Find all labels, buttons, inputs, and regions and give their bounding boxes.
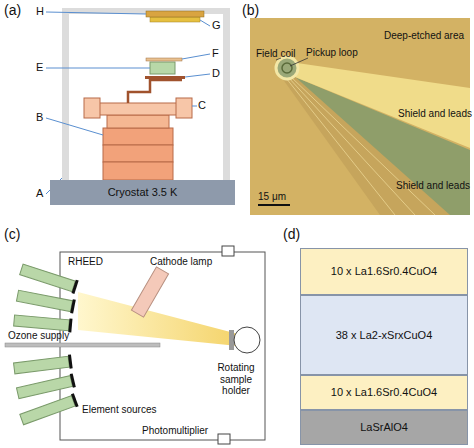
field-coil	[276, 57, 298, 79]
figure-label: (d)	[283, 226, 300, 242]
cell-body	[20, 396, 75, 425]
cell-body	[16, 290, 72, 311]
figure-label: (c)	[4, 226, 20, 242]
positioner-stage	[103, 128, 173, 145]
figure-label: (b)	[242, 2, 259, 18]
figure-label: E	[36, 61, 43, 74]
squid-chip	[150, 17, 200, 22]
positioner-top	[107, 115, 169, 128]
shutter	[70, 373, 76, 387]
layer-band: LaSrAlO4	[300, 410, 468, 445]
substrate	[229, 330, 234, 350]
layer-band: Cryostat 3.5 K	[50, 180, 235, 205]
figure-label: H	[36, 5, 44, 18]
lead-stripe	[288, 77, 415, 215]
node-text: 38 x La2-xSrxCuO4	[336, 329, 433, 342]
lower-leads	[282, 75, 450, 215]
cell-body	[16, 376, 72, 399]
effusion-cell	[13, 314, 72, 333]
ozone-nozzle	[5, 343, 160, 347]
figure-label: F	[212, 47, 219, 60]
node-text: 10 x La1.6Sr0.4CuO4	[331, 265, 437, 278]
figure-label: Shield and leads	[396, 180, 470, 192]
stage-clamp	[176, 98, 192, 118]
positioner-stage	[103, 162, 173, 180]
shutter	[72, 280, 79, 294]
effusion-cell	[16, 289, 76, 314]
positioner-stage	[103, 145, 173, 162]
mbe-chamber	[5, 246, 265, 444]
leader-line	[182, 54, 210, 59]
frame-post	[223, 8, 230, 180]
flex-lead	[128, 80, 182, 103]
figure-label: G	[212, 19, 221, 32]
leader-line	[290, 58, 308, 66]
node-text: Cryostat 3.5 K	[108, 186, 178, 199]
pickup-loop	[282, 63, 292, 73]
effusion-cell	[19, 263, 78, 294]
leader-line	[200, 20, 210, 26]
layer-band: 38 x La2-xSrxCuO4	[300, 295, 468, 375]
cell-body	[14, 356, 70, 374]
rheed-gun-body	[131, 267, 168, 317]
stage-clamp	[84, 98, 100, 118]
photomultiplier-icon	[218, 434, 230, 444]
node-text: LaSrAlO4	[360, 421, 408, 434]
figure-label: A	[36, 187, 43, 200]
sample-stage	[98, 103, 178, 115]
leader-line	[185, 74, 210, 77]
chip-holder	[146, 11, 204, 17]
leader-line	[46, 68, 150, 69]
figure-label: Field coil	[256, 48, 295, 60]
effusion-cell	[19, 393, 78, 426]
cryostat-setup	[46, 8, 230, 194]
figure-label: Deep-etched area	[384, 30, 464, 42]
cantilever	[145, 76, 185, 79]
leader-lines	[46, 12, 210, 194]
figure-label: Pickup loop	[306, 47, 358, 59]
leader-line	[192, 106, 197, 107]
cathode-lamp-icon	[222, 246, 234, 256]
sample-film	[146, 58, 182, 61]
figure-label: 15 μm	[258, 191, 286, 203]
shutter	[70, 299, 76, 313]
rheed-gun	[131, 267, 168, 317]
cell-body	[20, 264, 76, 291]
layer-band: 10 x La1.6Sr0.4CuO4	[300, 375, 468, 410]
figure-label: Photomultiplier	[142, 425, 208, 437]
effusion-cell	[16, 373, 76, 400]
figure-label: Element sources	[82, 404, 156, 416]
figure-label: RHEED	[68, 256, 103, 268]
shutter	[71, 393, 79, 407]
shutter	[68, 354, 73, 368]
figure-label: Ozone supply	[8, 330, 69, 342]
effusion-cell	[13, 354, 72, 375]
molecular-beam	[78, 292, 238, 346]
layer-band: 10 x La1.6Sr0.4CuO4	[300, 248, 468, 295]
cell-body	[14, 315, 70, 331]
scale-bar	[258, 204, 290, 206]
lead-stripe	[290, 76, 435, 215]
leader-line	[46, 12, 146, 14]
lead-stripe	[286, 78, 395, 215]
figure-label: Shield and leads	[398, 108, 472, 120]
leader-line	[46, 118, 103, 135]
figure-label: D	[212, 67, 220, 80]
sample-holder	[234, 327, 260, 353]
sample-block	[150, 62, 175, 74]
figure-label: Cathode lamp	[150, 256, 212, 268]
figure-label: B	[36, 111, 43, 124]
frame-post	[62, 8, 69, 180]
node-text: 10 x La1.6Sr0.4CuO4	[331, 386, 437, 399]
figure-label: C	[198, 99, 206, 112]
figure-label: (a)	[4, 2, 21, 18]
figure-label: Rotating sample holder	[212, 362, 260, 397]
